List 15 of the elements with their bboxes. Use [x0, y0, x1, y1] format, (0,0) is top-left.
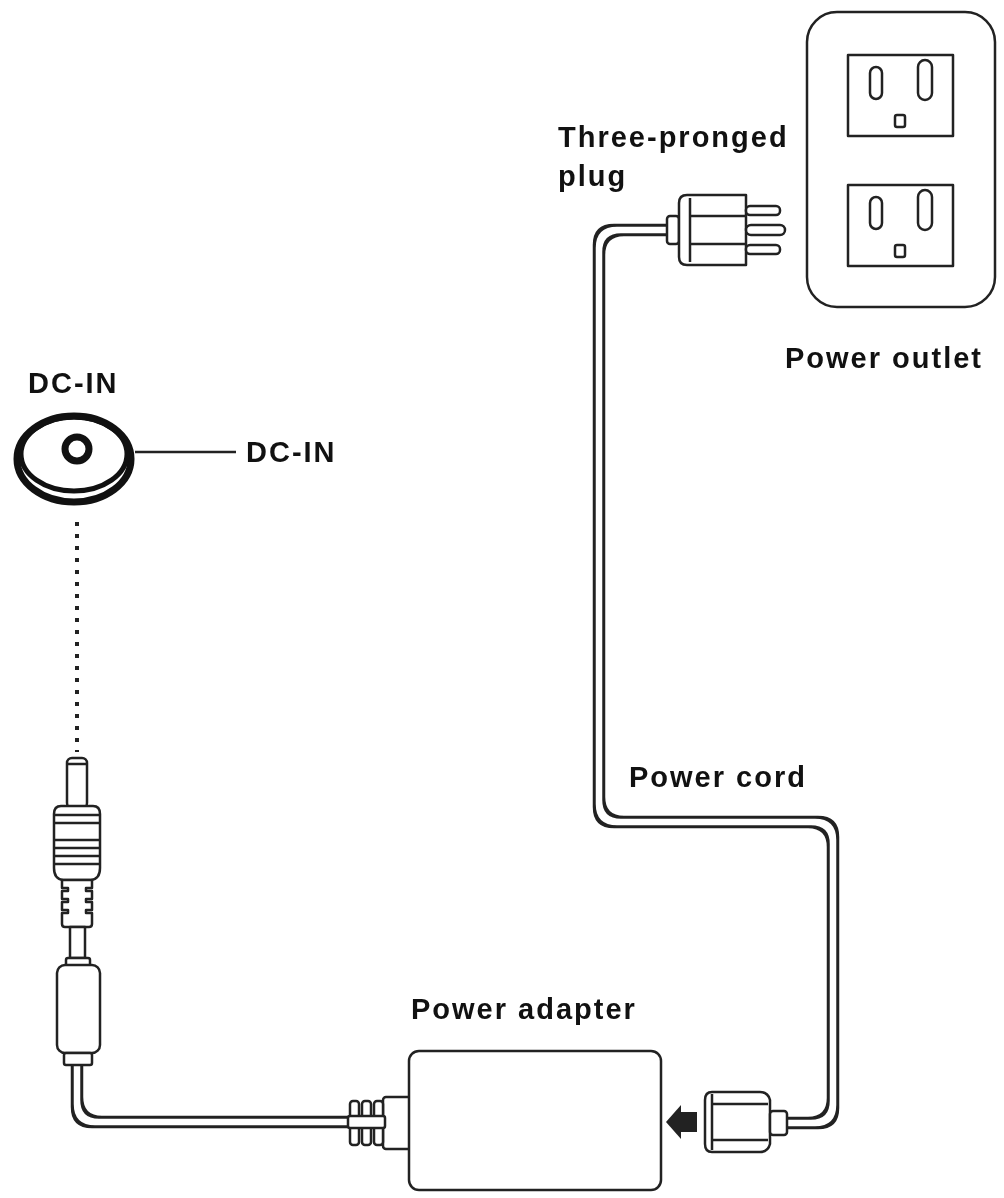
part-label: Power adapter — [411, 993, 637, 1026]
part-label: DC-IN — [246, 436, 337, 469]
dc-jack-drawing — [13, 412, 135, 506]
part-label: DC-IN — [28, 367, 119, 400]
three-prong-plug-drawing — [666, 192, 787, 267]
leader-line — [135, 450, 236, 454]
cord-connector-drawing — [703, 1090, 789, 1154]
part-label: Power outlet — [785, 342, 983, 375]
arrow — [666, 1105, 697, 1139]
power-cord — [597, 228, 835, 1125]
part-label: Three-pronged plug — [558, 120, 790, 194]
power-adapter — [346, 1048, 663, 1193]
wall-outlet-drawing — [805, 10, 997, 309]
barrel-plug-drawing — [50, 756, 104, 1066]
dc-cable — [75, 1066, 346, 1124]
